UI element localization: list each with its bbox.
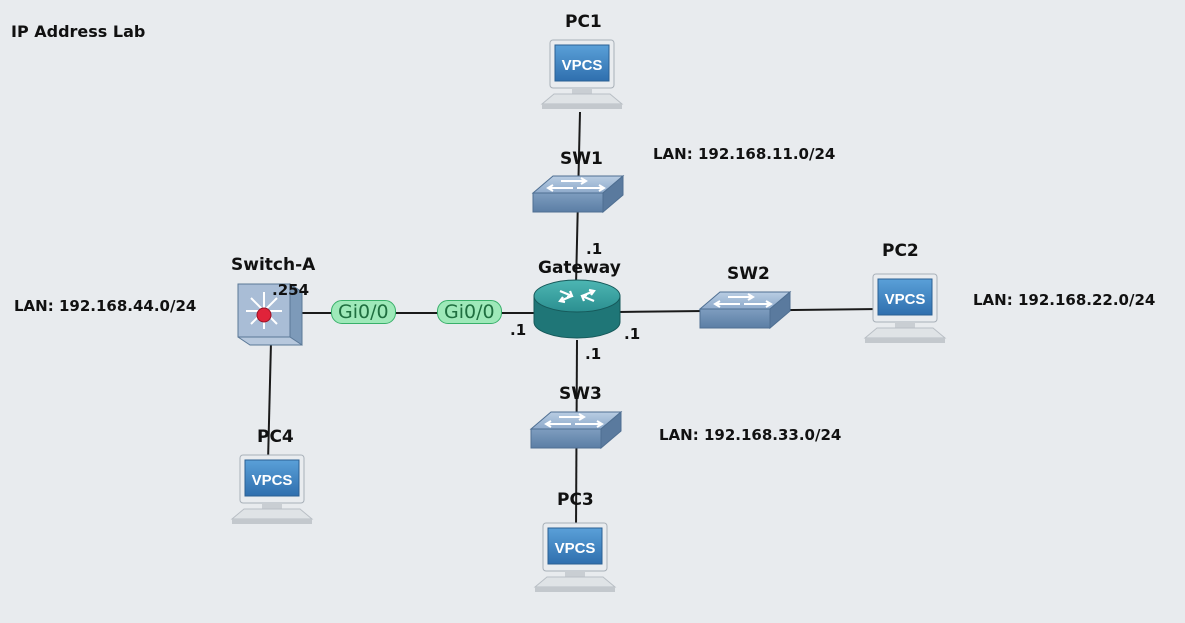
ip-gateway-right: .1 (624, 325, 641, 343)
port-badge-switch-a[interactable]: Gi0/0 (331, 300, 396, 324)
switch-a-icon[interactable] (237, 283, 303, 346)
lan-label-sw2: LAN: 192.168.22.0/24 (973, 291, 1156, 309)
sw3-label: SW3 (559, 384, 602, 404)
lan-label-switch-a: LAN: 192.168.44.0/24 (14, 297, 197, 315)
gateway-router-icon[interactable] (533, 279, 621, 339)
lan-label-sw1: LAN: 192.168.11.0/24 (653, 145, 836, 163)
gateway-label: Gateway (538, 258, 621, 278)
sw3-icon[interactable] (530, 411, 622, 449)
lan-label-sw3: LAN: 192.168.33.0/24 (659, 426, 842, 444)
pc4-icon[interactable] (231, 454, 313, 525)
ip-gateway-bottom: .1 (585, 345, 602, 363)
sw1-label: SW1 (560, 149, 603, 169)
link-switcha-pc4 (267, 341, 272, 463)
ip-switch-a: .254 (272, 281, 310, 299)
pc4-label: PC4 (257, 427, 294, 447)
sw1-icon[interactable] (532, 175, 624, 213)
pc1-label: PC1 (565, 12, 602, 32)
pc2-icon[interactable] (864, 273, 946, 344)
ip-gateway-top: .1 (586, 240, 603, 258)
pc2-label: PC2 (882, 241, 919, 261)
sw2-label: SW2 (727, 264, 770, 284)
switch-a-label: Switch-A (231, 255, 316, 275)
pc3-icon[interactable] (534, 522, 616, 593)
port-badge-gateway[interactable]: Gi0/0 (437, 300, 502, 324)
pc3-label: PC3 (557, 490, 594, 510)
sw2-icon[interactable] (699, 291, 791, 329)
ip-gateway-left: .1 (510, 321, 527, 339)
page-title: IP Address Lab (11, 22, 146, 41)
pc1-icon[interactable] (541, 39, 623, 110)
